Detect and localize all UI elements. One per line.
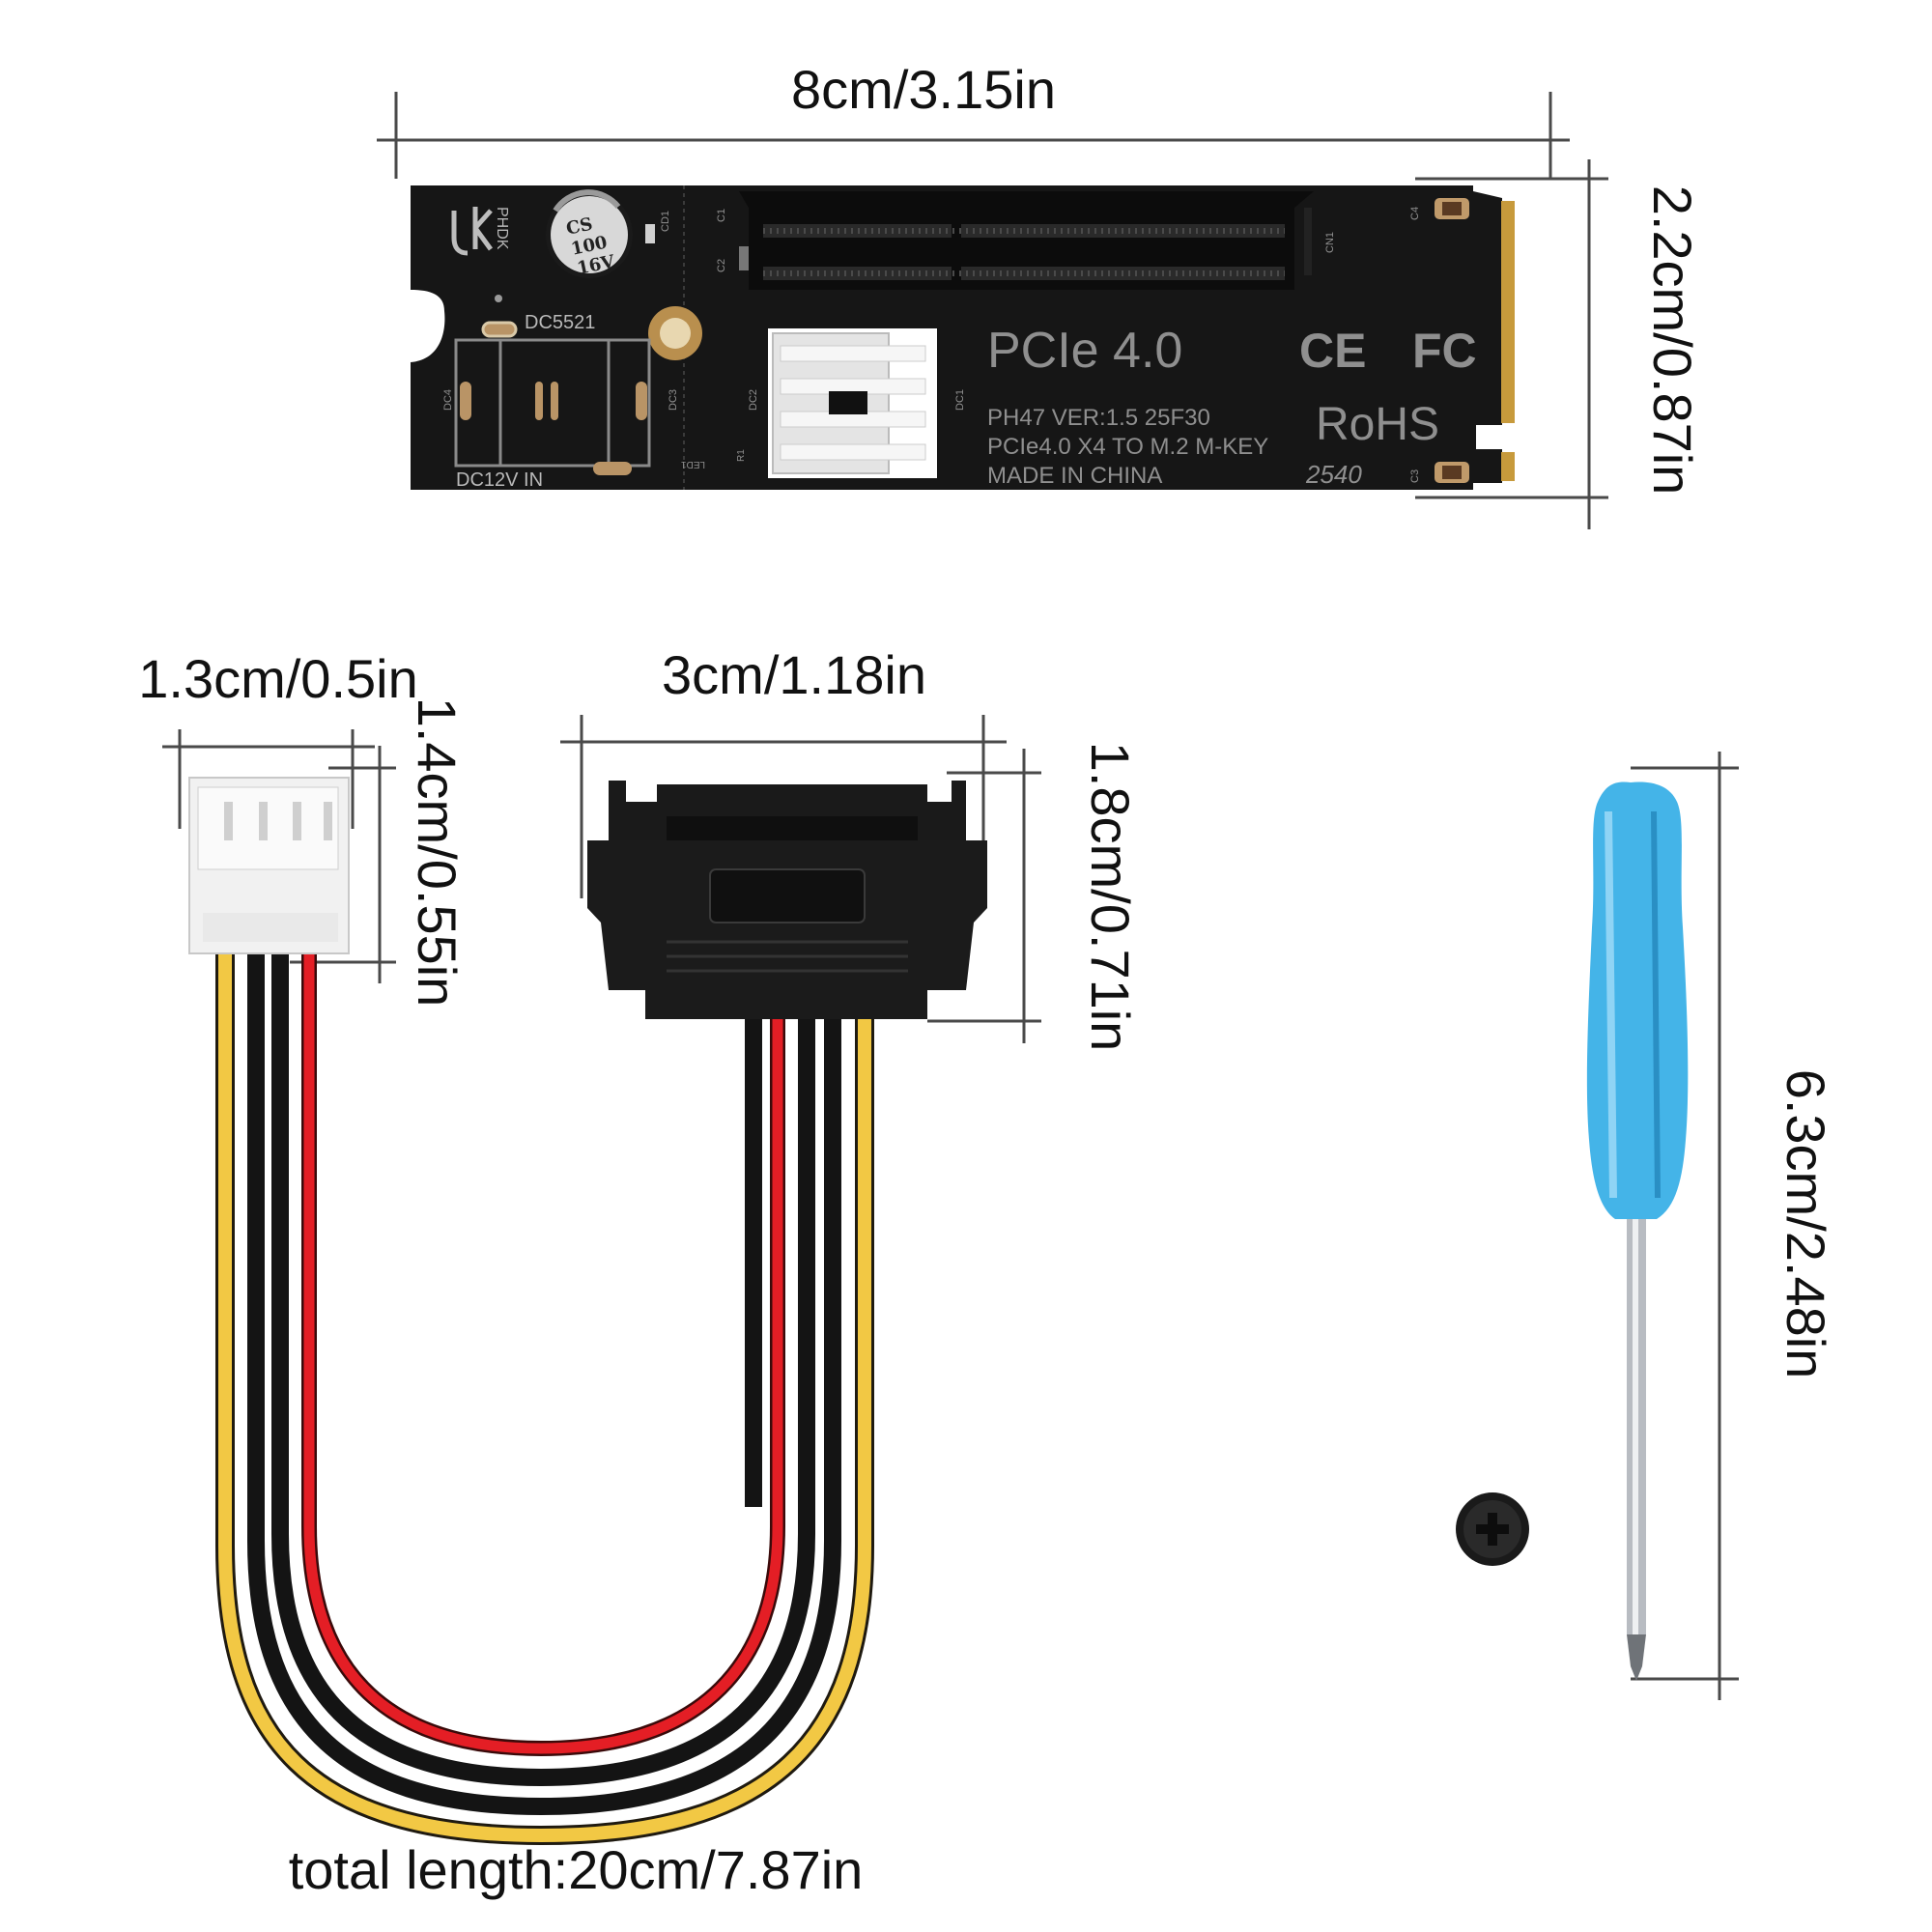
phdk-logo-icon: PHDK: [451, 207, 510, 256]
screwdriver-length-label: 6.3cm/2.48in: [1776, 1069, 1836, 1379]
fan-connector-width-dimension: 1.3cm/0.5in: [138, 648, 418, 829]
sata-width-label: 3cm/1.18in: [662, 644, 926, 705]
m2-gold-fingers: [1480, 201, 1515, 481]
sata-height-label: 1.8cm/0.71in: [1080, 742, 1141, 1052]
description-line: PCIe4.0 X4 TO M.2 M-KEY: [987, 434, 1268, 460]
fan-4pin-connector: [188, 777, 350, 954]
ref-dc3: DC3: [668, 389, 679, 411]
ref-dc2: DC2: [748, 389, 759, 411]
electrolytic-capacitor: CS 100 16V: [546, 189, 633, 279]
fan-connector-height-dimension: 1.4cm/0.55in: [290, 697, 468, 1008]
board-width-dimension: 8cm/3.15in: [377, 59, 1570, 179]
mounting-screw: [1456, 1492, 1529, 1566]
ref-cd1: CD1: [660, 211, 671, 232]
origin-line: MADE IN CHINA: [987, 463, 1162, 489]
board-power-header: DC2 DC1 LED1 R1: [681, 328, 966, 478]
fan-connector-height-label: 1.4cm/0.55in: [407, 697, 468, 1008]
sata-width-dimension: 3cm/1.18in: [560, 644, 1007, 898]
sata-height-dimension: 1.8cm/0.71in: [927, 742, 1141, 1052]
board-height-label: 2.2cm/0.87in: [1642, 185, 1703, 496]
cable-total-length-label: total length:20cm/7.87in: [289, 1839, 864, 1900]
ref-led1: LED1: [681, 459, 705, 469]
fcc-mark-icon: FC: [1412, 324, 1477, 378]
model-line: PH47 VER:1.5 25F30: [987, 405, 1210, 431]
ref-c2: C2: [716, 259, 727, 272]
rohs-mark: RoHS: [1316, 399, 1439, 450]
interface-title: PCIe 4.0: [987, 323, 1182, 379]
pcie-m2-adapter-board: PHDK CS 100 16V CD1 DC5521 DC4 D: [411, 185, 1515, 491]
dc-jack-footprint: DC5521 DC4 DC3 DC12V IN: [442, 295, 679, 491]
fan-connector-width-label: 1.3cm/0.5in: [138, 648, 418, 709]
ref-cn1: CN1: [1324, 232, 1336, 253]
dc-jack-label: DC5521: [525, 312, 595, 333]
ref-r1: R1: [736, 449, 747, 462]
screwdriver: [1586, 781, 1689, 1681]
sata-power-connector: [587, 781, 987, 1019]
sata-to-fan-power-cable: [215, 942, 874, 1846]
ref-dc4: DC4: [442, 389, 454, 411]
power-input-label: DC12V IN: [456, 469, 543, 491]
ref-c1: C1: [716, 209, 727, 222]
board-logo-text: PHDK: [494, 207, 510, 250]
pcie-x4-slot: CN1 C1 C2: [716, 191, 1336, 290]
ce-mark-icon: CE: [1299, 324, 1366, 378]
screwdriver-length-dimension: 6.3cm/2.48in: [1631, 752, 1836, 1700]
date-code: 2540: [1305, 460, 1362, 489]
board-width-label: 8cm/3.15in: [791, 59, 1056, 120]
ref-c4: C4: [1409, 207, 1421, 220]
board-height-dimension: 2.2cm/0.87in: [1415, 159, 1703, 529]
ref-c3: C3: [1409, 469, 1421, 483]
ref-dc1: DC1: [954, 389, 966, 411]
